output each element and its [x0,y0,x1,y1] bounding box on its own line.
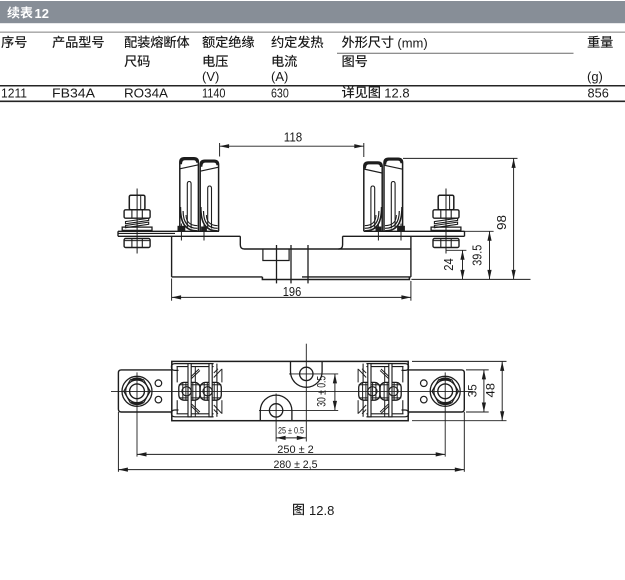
svg-text:98: 98 [495,215,509,230]
svg-text:630: 630 [271,86,289,101]
svg-text:(A): (A) [271,69,288,84]
svg-text:(g): (g) [587,69,603,84]
svg-text:280 ± 2,5: 280 ± 2,5 [274,459,318,471]
svg-text:(mm): (mm) [397,36,427,51]
svg-text:48: 48 [483,383,497,398]
svg-text:24: 24 [442,258,456,271]
svg-text:FB34A: FB34A [52,86,95,101]
svg-text:39.5: 39.5 [470,245,484,266]
svg-text:35: 35 [465,384,479,397]
svg-text:12: 12 [35,6,49,21]
svg-text:1211: 1211 [1,86,27,101]
svg-text:RO34A: RO34A [124,86,168,101]
svg-text:30 ± 0.5: 30 ± 0.5 [315,376,329,407]
svg-text:856: 856 [588,86,609,101]
svg-text:118: 118 [284,130,303,144]
svg-text:12.8: 12.8 [384,86,409,101]
svg-text:196: 196 [283,285,302,299]
svg-text:(V): (V) [202,69,219,84]
svg-text:25 ± 0.5: 25 ± 0.5 [278,425,304,435]
svg-text:1140: 1140 [202,86,226,101]
svg-text:12.8: 12.8 [309,503,334,518]
svg-text:250 ± 2: 250 ± 2 [277,444,314,456]
